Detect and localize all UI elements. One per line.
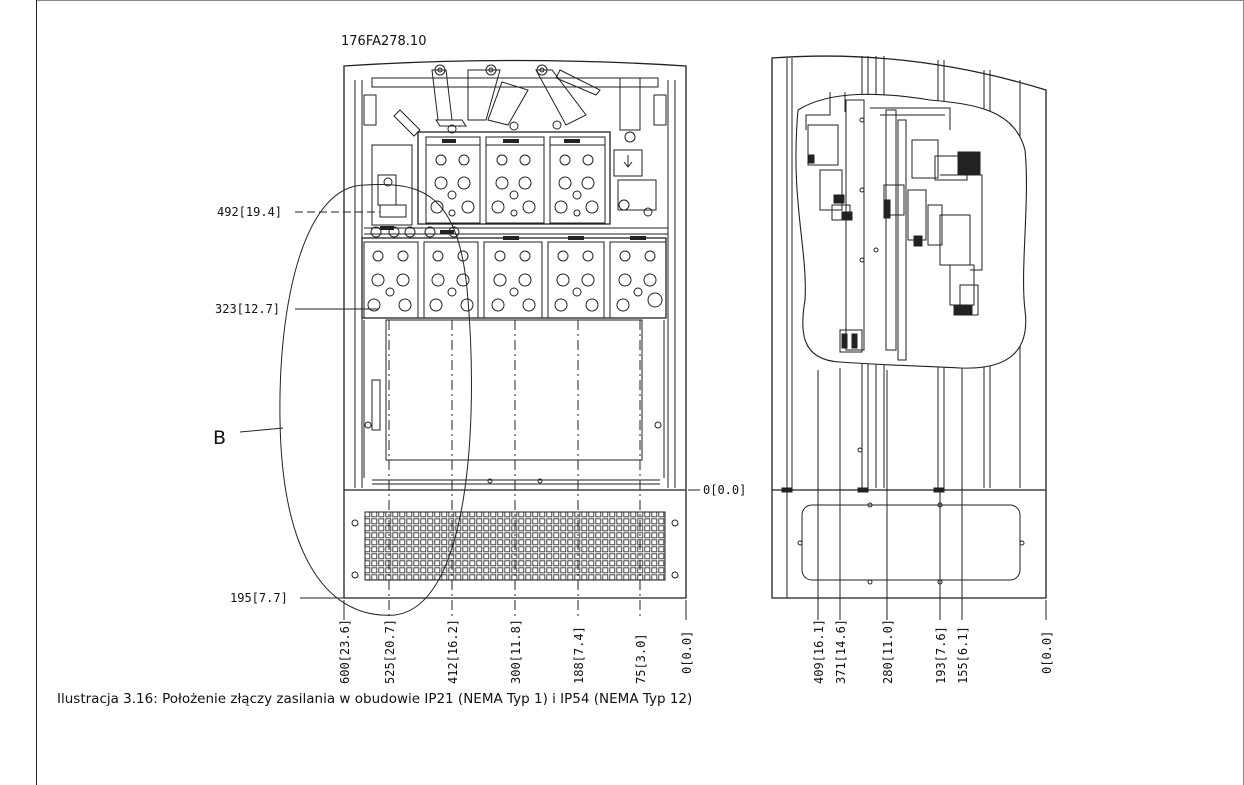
dim-75: 75[3.0] — [634, 633, 648, 684]
dim-0-front: 0[0.0] — [680, 631, 694, 674]
page-frame-top — [36, 0, 1244, 1]
dim-188: 188[7.4] — [572, 626, 586, 684]
dim-280: 280[11.0] — [881, 619, 895, 684]
dim-371: 371[14.6] — [834, 619, 848, 684]
dim-0-vertical: 0[0.0] — [703, 483, 746, 497]
dim-300: 300[11.8] — [509, 619, 523, 684]
drawing-code: 176FA278.10 — [341, 34, 426, 49]
callout-b-outline — [279, 184, 472, 616]
callout-b-label: B — [213, 427, 226, 449]
front-cabinet-outline — [343, 59, 687, 599]
side-cabinet-outline — [771, 55, 1047, 599]
front-view — [239, 59, 687, 616]
dim-525: 525[20.7] — [383, 619, 397, 684]
dim-0-side: 0[0.0] — [1040, 631, 1054, 674]
figure-caption: Ilustracja 3.16: Położenie złączy zasila… — [57, 691, 693, 707]
dim-155: 155[6.1] — [956, 626, 970, 684]
dim-412: 412[16.2] — [446, 619, 460, 684]
dim-323: 323[12.7] — [215, 302, 280, 316]
side-cutaway-outline — [795, 93, 1027, 369]
dim-193: 193[7.6] — [934, 626, 948, 684]
dim-600: 600[23.6] — [338, 619, 352, 684]
dim-492: 492[19.4] — [217, 205, 282, 219]
dim-409: 409[16.1] — [812, 619, 826, 684]
dim-195: 195[7.7] — [230, 591, 288, 605]
page-frame-left — [36, 0, 37, 785]
side-view — [771, 55, 1047, 620]
